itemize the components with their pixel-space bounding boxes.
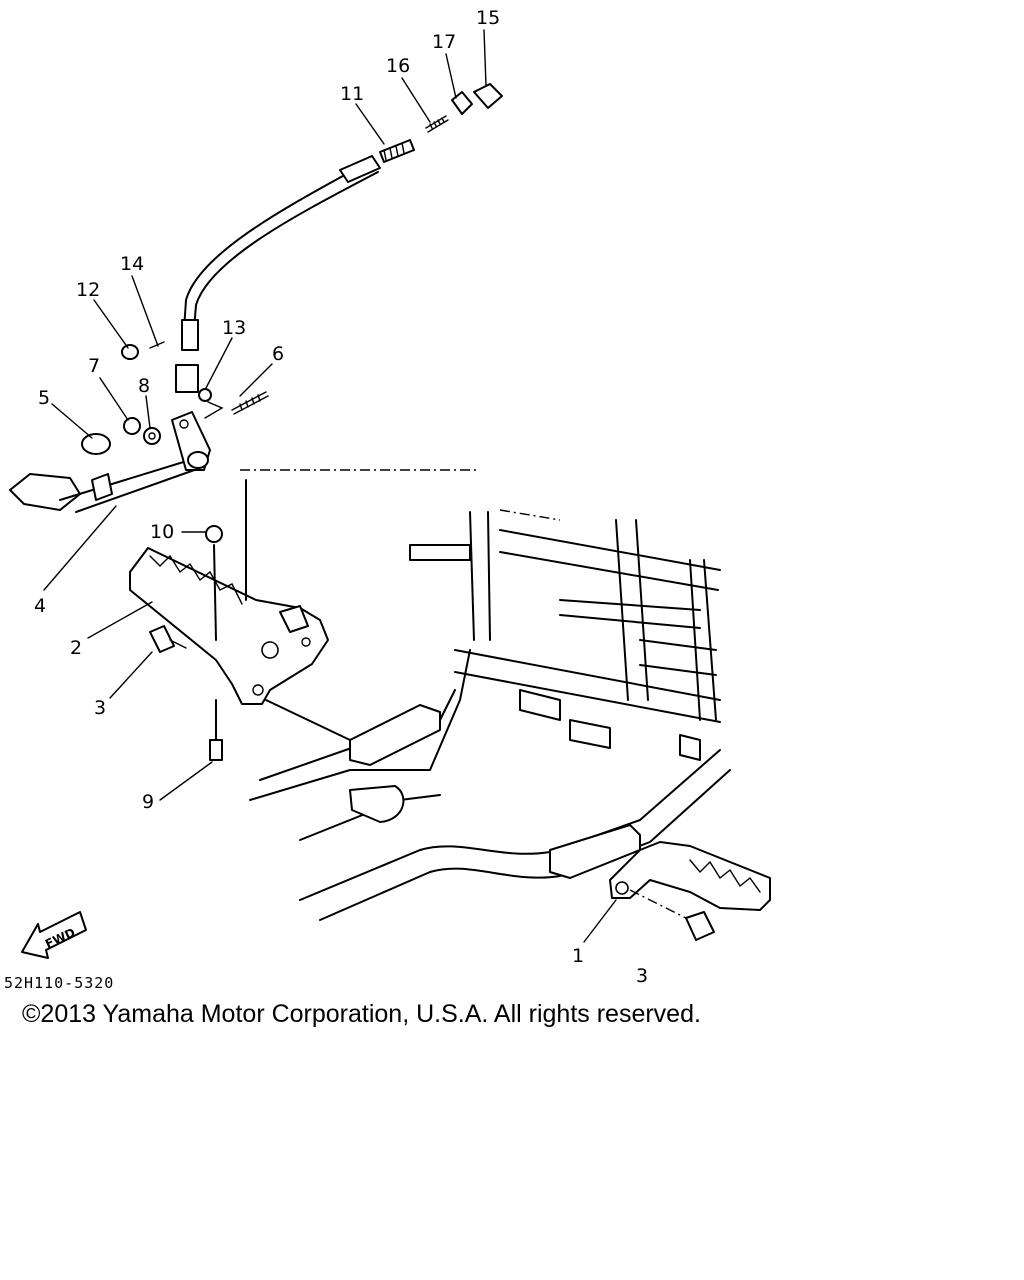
leader-lines (43, 29, 617, 943)
cable-end-parts (425, 83, 503, 133)
callout-3-left: 3 (94, 697, 106, 719)
callout-1: 1 (572, 945, 584, 967)
callout-12: 12 (76, 279, 100, 301)
callout-3-right: 3 (636, 965, 648, 987)
copyright-notice: ©2013 Yamaha Motor Corporation, U.S.A. A… (22, 1000, 701, 1028)
callout-2: 2 (70, 637, 82, 659)
callout-8: 8 (138, 375, 150, 397)
brake-pedal (9, 411, 211, 513)
bolt-3-right (685, 911, 715, 941)
callout-16: 16 (386, 55, 410, 77)
callout-14: 14 (120, 253, 144, 275)
callout-6: 6 (272, 343, 284, 365)
callout-labels: 15 17 16 11 14 12 13 6 7 8 5 4 10 2 3 9 … (34, 7, 648, 987)
washers (123, 417, 161, 445)
diagram-code: 52H110-5320 (4, 974, 114, 992)
exploded-view-drawing: FWD 15 17 16 11 14 12 13 6 7 8 5 4 10 2 (4, 7, 771, 992)
bolt-3-left (149, 625, 175, 653)
callout-10: 10 (150, 521, 174, 543)
callout-13: 13 (222, 317, 246, 339)
callout-9: 9 (142, 791, 154, 813)
frame (240, 469, 731, 921)
brake-cable (175, 139, 415, 393)
callout-15: 15 (476, 7, 500, 29)
left-footrest (129, 479, 351, 761)
callout-7: 7 (88, 355, 100, 377)
pedal-cap-5 (81, 433, 111, 455)
right-footrest (609, 841, 771, 941)
callout-17: 17 (432, 31, 456, 53)
callout-4: 4 (34, 595, 46, 617)
small-fasteners (121, 341, 269, 419)
callout-11: 11 (340, 83, 364, 105)
fwd-arrow-icon: FWD (21, 911, 87, 959)
pin-12 (121, 344, 139, 360)
bolt-9 (209, 739, 223, 761)
callout-5: 5 (38, 387, 50, 409)
nut-10 (205, 525, 223, 543)
